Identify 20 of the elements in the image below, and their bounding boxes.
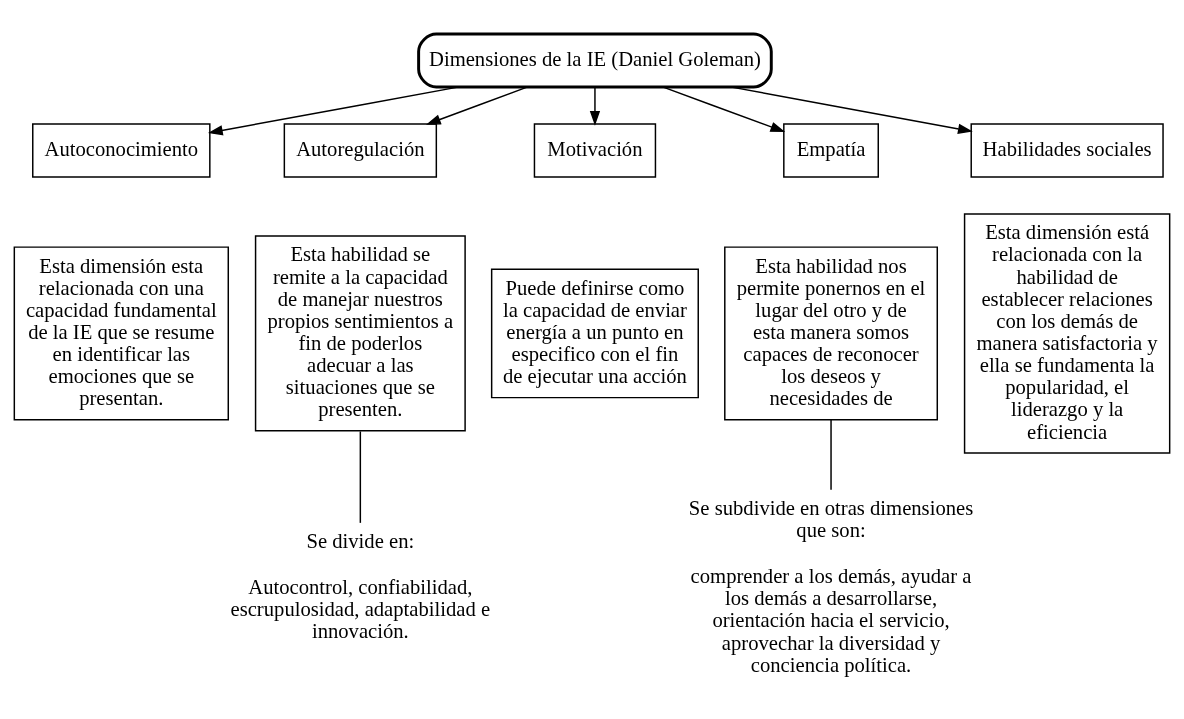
node-box: Motivación <box>533 122 657 178</box>
connector <box>359 430 362 524</box>
arrow <box>425 85 528 125</box>
node-text: Se divide en: Autocontrol, confiabilidad, escrupulosidad, adaptabilidad e innovación. <box>230 529 491 642</box>
arrow <box>730 85 973 134</box>
node-box: Autoconocimiento <box>32 122 211 178</box>
node-box: Habilidades sociales <box>970 122 1164 178</box>
connector <box>830 418 832 490</box>
node-box: Dimensiones de la IE (Daniel Goleman) <box>417 31 773 88</box>
node-box: Empatía <box>783 122 879 178</box>
arrow <box>589 85 601 126</box>
node-box: Esta dimensión esta relacionada con una capacidad fundamental de la IE que se resume en identificar las emociones que se presentan. <box>13 245 229 420</box>
arrow <box>662 85 786 132</box>
node-box: Esta habilidad nos permite ponernos en el lugar del otro y de esta manera somos capaces de reconocer los deseos y necesidades de <box>724 245 938 420</box>
node-box: Esta habilidad se remite a la capacidad de manejar nuestros propios sentimientos a fin de poderlos adecuar a las situaciones que se presenten. <box>254 234 466 432</box>
arrow <box>207 85 459 135</box>
node-box: Esta dimensión está relacionada con la habilidad de establecer relaciones con los demás de manera satisfactoria y ella se fundamenta la popularidad, el liderazgo y la eficiencia <box>963 212 1171 454</box>
node-box: Autoregulación <box>283 122 438 178</box>
node-text: Se subdivide en otras dimensiones que son: comprender a los demás, ayudar a los demás a desarrollarse, orientación hacia el servicio, aprovechar la diversidad y conciencia política. <box>688 496 974 676</box>
node-box: Puede definirse como la capacidad de enviar energía a un punto en especifico con el fin de ejecutar una acción <box>490 268 699 398</box>
